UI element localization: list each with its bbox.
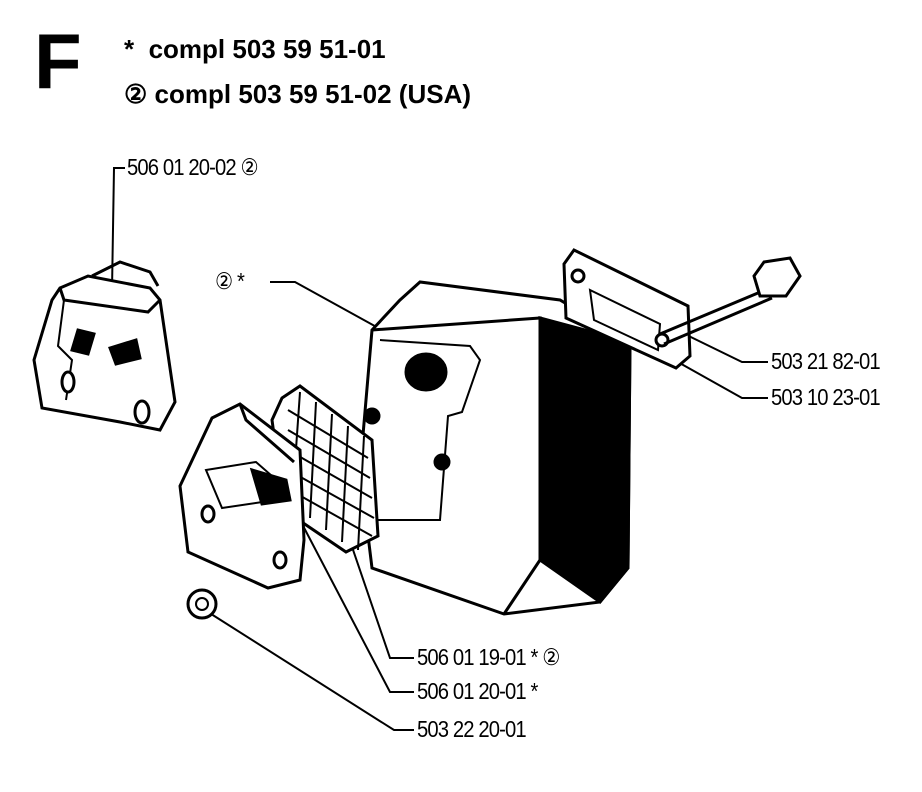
leader-top-left-cover [111,167,125,291]
callout-top-left-cover: 506 01 20-02 ② [127,154,259,180]
assembly-part-number: compl 503 59 51-01 [148,34,386,64]
section-letter: F [34,17,82,105]
callout-nut: 503 22 20-01 [417,716,527,742]
nut-part [186,588,218,620]
callout-spark-screen: 506 01 19-01 * ② [417,644,560,670]
leader-muffler-body [270,281,383,331]
leader-gasket [659,351,768,399]
front-cover-part [178,402,306,590]
bolt-part [659,256,802,346]
assembly-note-usa: ② compl 503 59 51-02 (USA) [124,81,471,107]
callout-gasket: 503 10 23-01 [771,384,881,410]
circled-two-marker: ② [124,79,148,109]
leader-front-cover [299,519,414,693]
muffler-body-part [358,280,632,616]
asterisk-marker: * [124,34,135,64]
callout-front-cover: 506 01 20-01 * [417,678,538,704]
callout-gasket-bolt: 503 21 82-01 [771,348,881,374]
leader-spark-screen [335,499,414,659]
top-left-cover-part [32,260,177,432]
callout-muffler-body: ② * [215,268,245,294]
leader-nut [207,611,414,731]
assembly-note-standard: * compl 503 59 51-01 [124,36,386,62]
assembly-part-number-usa: compl 503 59 51-02 (USA) [154,79,472,109]
